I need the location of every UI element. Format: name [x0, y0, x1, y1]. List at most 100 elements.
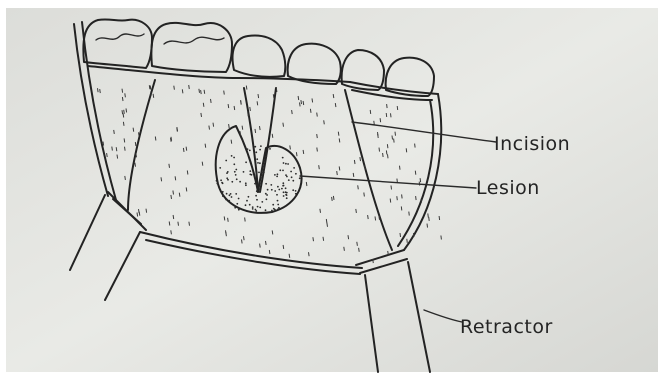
lesion-dot [235, 169, 237, 171]
stipple-mark [391, 113, 392, 117]
stipple-mark [296, 152, 297, 156]
lesion-dot [245, 182, 247, 184]
stipple-mark [337, 171, 338, 175]
stipple-mark [183, 148, 184, 152]
stipple-mark [242, 239, 243, 243]
lesion-dot [295, 173, 297, 175]
lesion-dot [256, 171, 258, 173]
stipple-mark [387, 104, 388, 108]
stipple-mark [125, 147, 126, 151]
lesion-dot [277, 173, 279, 175]
lesion-dot [276, 176, 278, 178]
lesion-dot [277, 200, 279, 202]
lesion-dot [282, 170, 284, 172]
lesion-dot [219, 167, 221, 169]
stipple-mark [136, 153, 137, 157]
stipple-mark [365, 166, 366, 170]
stipple-mark [420, 178, 421, 182]
lesion-dot [265, 193, 267, 195]
stipple-mark [112, 147, 113, 151]
stipple-mark [427, 224, 428, 228]
stipple-mark [122, 110, 123, 114]
lesion-dot [295, 190, 297, 192]
stipple-mark [310, 109, 311, 113]
stipple-mark [186, 147, 187, 151]
stipple-mark [122, 89, 123, 93]
lesion-dot [247, 148, 249, 150]
stipple-mark [283, 245, 284, 249]
lesion-dot [252, 208, 254, 210]
stipple-mark [173, 215, 174, 219]
lesion-dot [299, 177, 301, 179]
stipple-mark [391, 186, 392, 190]
lesion-dot [261, 175, 263, 177]
stipple-mark [255, 129, 256, 133]
stipple-mark [324, 120, 325, 124]
lesion-dot [254, 146, 256, 148]
lesion-dot [234, 171, 236, 173]
stipple-mark [272, 230, 273, 234]
lesion-dot [261, 171, 263, 173]
stipple-mark [272, 134, 273, 138]
stipple-mark [378, 134, 379, 138]
stipple-mark [209, 126, 210, 130]
stipple-mark [400, 233, 401, 237]
lesion-dot [278, 207, 280, 209]
stipple-mark [211, 99, 212, 103]
lesion-dot [256, 199, 258, 201]
stipple-mark [360, 157, 361, 161]
stipple-mark [186, 187, 187, 191]
lesion-dot [285, 187, 287, 189]
stipple-mark [327, 223, 328, 227]
lesion-dot [259, 207, 261, 209]
stipple-mark [359, 248, 360, 252]
stipple-mark [245, 218, 246, 222]
lesion-dot [269, 148, 271, 150]
lesion-dot [245, 204, 247, 206]
stipple-mark [123, 122, 124, 126]
lesion-dot [271, 210, 273, 212]
stipple-mark [241, 100, 242, 104]
stipple-mark [339, 166, 340, 170]
stipple-mark [357, 242, 358, 246]
stipple-mark [409, 212, 410, 216]
stipple-mark [356, 209, 357, 213]
stipple-mark [175, 176, 176, 180]
stipple-mark [126, 108, 127, 112]
stipple-mark [386, 150, 387, 154]
stipple-mark [335, 103, 336, 107]
lesion-dot [282, 157, 284, 159]
lesion-dot [260, 145, 262, 147]
stipple-mark [326, 219, 327, 223]
lesion-dot [252, 206, 254, 208]
stipple-mark [397, 106, 398, 110]
lesion-dot [286, 197, 288, 199]
stipple-mark [290, 145, 291, 149]
lesion-dot [295, 193, 297, 195]
stipple-mark [323, 237, 324, 241]
stipple-mark [353, 173, 354, 177]
lesion-dot [238, 209, 240, 211]
stipple-mark [388, 251, 389, 255]
lesion-dot [256, 158, 258, 160]
stipple-mark [273, 94, 274, 98]
stipple-mark [421, 199, 422, 203]
stipple-mark [103, 142, 104, 146]
lesion-dot [266, 194, 268, 196]
stipple-mark [317, 113, 318, 117]
stipple-mark [258, 94, 259, 98]
stipple-mark [364, 193, 365, 197]
stipple-mark [313, 237, 314, 241]
lesion-dot [282, 185, 284, 187]
lesion-dot [265, 183, 267, 185]
stipple-mark [114, 130, 115, 134]
stipple-mark [150, 86, 151, 90]
stipple-mark [441, 236, 442, 240]
stipple-mark [202, 162, 203, 166]
stipple-mark [379, 216, 380, 220]
stipple-mark [309, 252, 310, 256]
lesion-dot [274, 174, 276, 176]
stipple-mark [260, 244, 261, 248]
lesion-dot [290, 171, 292, 173]
